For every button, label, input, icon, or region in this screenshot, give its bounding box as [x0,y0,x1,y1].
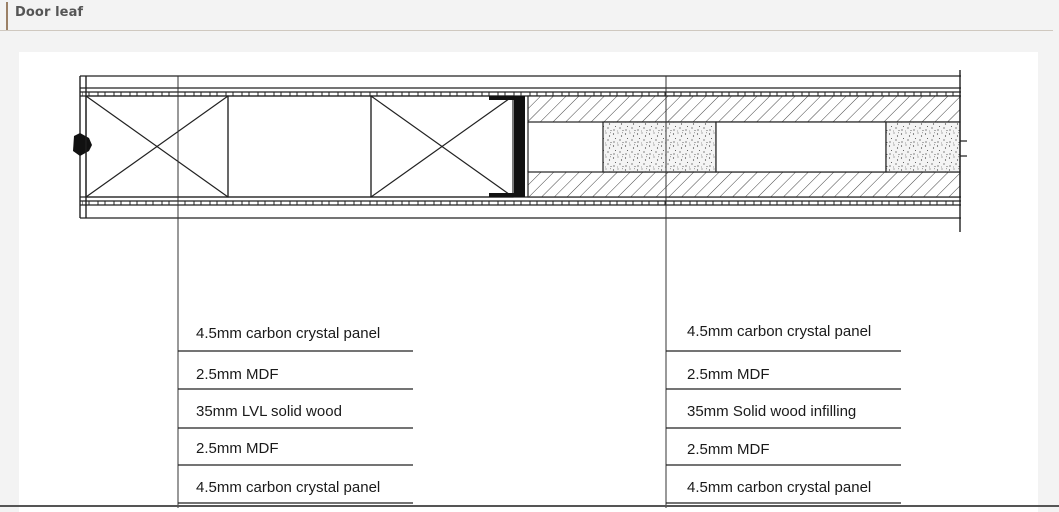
right-layer-label: 2.5mm MDF [687,366,770,383]
lvl-solid-wood-block [227,95,372,198]
hatched-infill-bottom [527,171,961,198]
bottom-facing-panel [80,196,961,219]
solid-wood-infill-block [602,121,717,173]
section-header: Door leaf [0,0,1053,31]
hatched-infill-top [527,95,961,123]
lvl-solid-wood-block [85,95,229,198]
hollow-cavity [715,121,887,173]
right-layer-label: 4.5mm carbon crystal panel [687,479,872,496]
section-title: Door leaf [15,5,84,20]
bottom-mdf-layer [82,201,960,205]
right-layer-label: 2.5mm MDF [687,441,770,458]
left-layer-label: 4.5mm carbon crystal panel [196,479,381,496]
right-layer-label: 35mm Solid wood infilling [687,403,857,420]
solid-wood-infill-block [885,121,961,173]
lvl-solid-wood-block [370,95,514,198]
left-layer-label: 2.5mm MDF [196,366,279,383]
steel-channel [489,96,525,197]
right-layer-separators [666,350,901,504]
edge-seal-profile [73,133,92,156]
right-layer-label: 4.5mm carbon crystal panel [687,323,872,340]
left-layer-label: 35mm LVL solid wood [196,403,342,420]
left-layer-label: 2.5mm MDF [196,440,279,457]
header-accent-bar [6,2,8,30]
left-layer-label: 4.5mm carbon crystal panel [196,325,381,342]
top-mdf-layer [82,92,960,96]
left-layer-separators [178,350,413,504]
